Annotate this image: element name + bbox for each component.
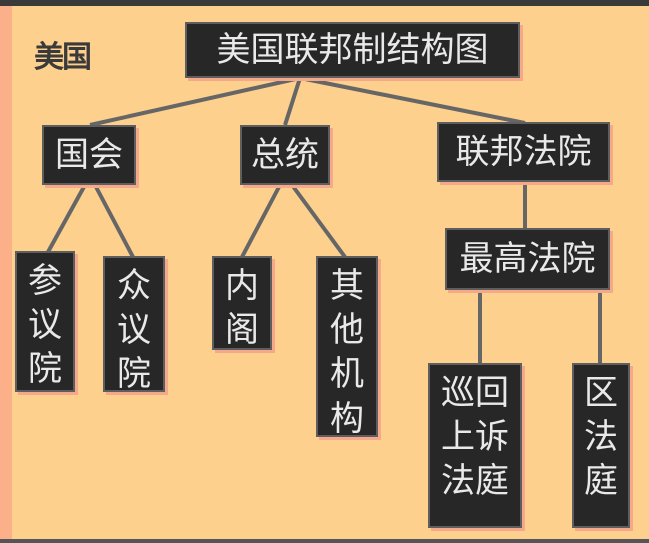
corner-label: 美国 (34, 40, 92, 75)
line-congress-senate (46, 184, 87, 253)
supreme-court-box: 最高法院 (445, 228, 610, 290)
left-strip (0, 6, 12, 539)
line-president-agencies (290, 183, 347, 259)
senate-box: 参议院 (15, 251, 75, 392)
line-president-cabinet (240, 184, 282, 258)
house-box: 众议院 (103, 256, 165, 394)
top-border (0, 0, 649, 6)
congress-box: 国会 (42, 125, 136, 185)
federal-courts-box: 联邦法院 (437, 122, 610, 182)
line-title-congress (89, 76, 301, 127)
line-title-president (283, 77, 302, 126)
title-box: 美国联邦制结构图 (185, 22, 520, 78)
district-court-box: 区法庭 (572, 363, 630, 528)
circuit-court-box: 巡回上诉法庭 (428, 363, 522, 528)
line-congress-house (93, 184, 135, 258)
other-agencies-box: 其他机构 (316, 256, 378, 439)
bottom-border (0, 539, 649, 543)
cabinet-box: 内阁 (212, 256, 272, 350)
line-title-judiciary (299, 76, 526, 125)
president-box: 总统 (240, 125, 330, 185)
